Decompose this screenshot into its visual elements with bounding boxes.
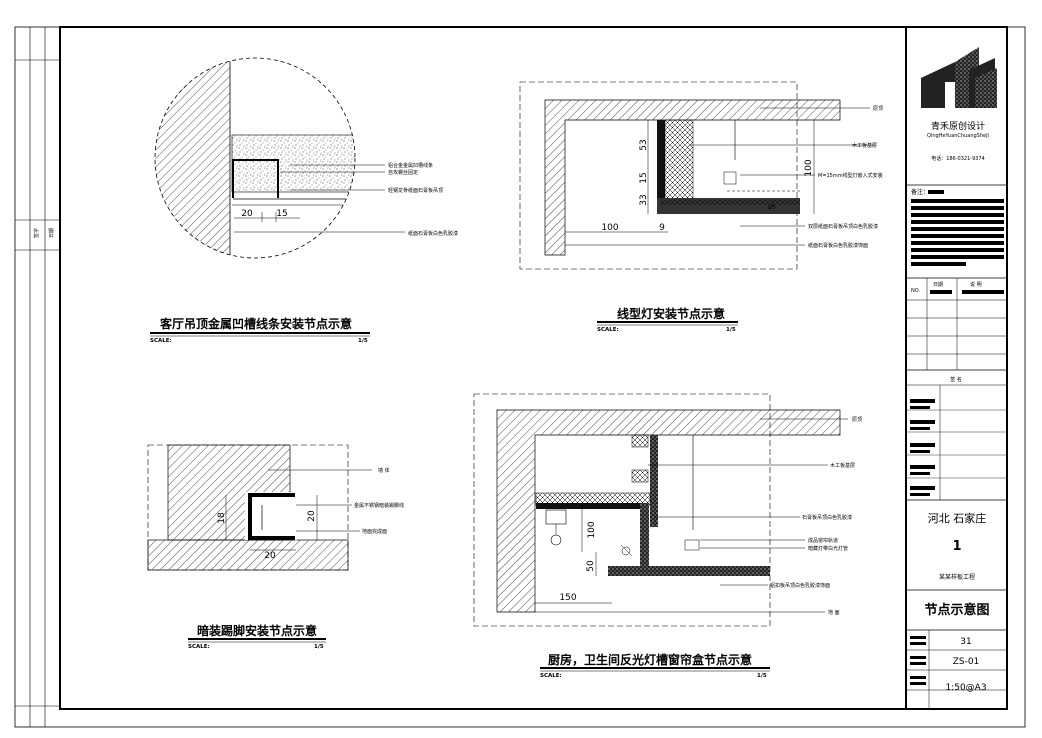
note-2: 金属不锈钢暗装踢脚线 bbox=[354, 502, 404, 509]
drawing-title: 节点示意图 bbox=[924, 602, 989, 618]
sign-rows bbox=[906, 399, 1007, 496]
note-3: 石膏板吊顶白色乳胶漆 bbox=[802, 514, 852, 521]
light-fixture bbox=[684, 539, 700, 551]
detail-hidden-skirting: 18 20 20 墙 体 金属不锈钢暗装踢脚线 地面完成面 暗装踢脚安装节点示意… bbox=[147, 444, 404, 650]
trough-side bbox=[640, 503, 649, 571]
note-3: 地面完成面 bbox=[362, 528, 387, 535]
wall-hatch bbox=[544, 99, 841, 256]
note-1: 原顶 bbox=[873, 106, 883, 112]
company-name: 青禾原创设计 bbox=[931, 120, 985, 132]
dim-18: 18 bbox=[217, 512, 227, 524]
note-2: 木工板基层 bbox=[852, 142, 877, 149]
detail-frame bbox=[473, 393, 771, 627]
ceiling-board bbox=[231, 134, 355, 193]
title-block: 青禾原创设计 QingHeYuanChuangSheJi 电话：186-0321… bbox=[905, 27, 1007, 709]
scale-value: 1/5 bbox=[757, 673, 767, 679]
curtain-rail bbox=[545, 509, 567, 525]
rev-header-no: NO. bbox=[911, 288, 920, 294]
company-pinyin: QingHeYuanChuangSheJi bbox=[927, 133, 989, 139]
note-3: M=15mm线型灯嵌入式安装 bbox=[818, 172, 883, 179]
note-2: 自攻螺丝固定 bbox=[388, 169, 418, 176]
dim-20-v: 20 bbox=[307, 510, 317, 522]
company-phone: 电话：186-0321-9374 bbox=[931, 155, 985, 162]
detail-title: 暗装踢脚安装节点示意 bbox=[197, 623, 317, 638]
drawing-number: ZS-01 bbox=[953, 657, 980, 667]
remarks-label: 备注： bbox=[911, 188, 929, 196]
sign-label: 签 名 bbox=[950, 376, 962, 383]
wood-frame-1 bbox=[631, 434, 649, 448]
wall-hatch bbox=[496, 409, 841, 613]
dim-50: 50 bbox=[586, 560, 596, 572]
dim-33: 33 bbox=[639, 194, 649, 205]
rail-wheel bbox=[550, 534, 562, 546]
dim-9: 9 bbox=[659, 223, 665, 233]
dim-53: 53 bbox=[639, 139, 649, 150]
dim-100-h: 100 bbox=[601, 223, 618, 233]
note-3: 轻钢龙骨纸面石膏板吊顶 bbox=[388, 187, 443, 194]
detail-linear-light: 53 15 33 100 100 9 5 原顶 木工板基层 M=15mm线型灯嵌… bbox=[519, 81, 883, 333]
dim-15: 15 bbox=[276, 209, 287, 219]
dim-20-h: 20 bbox=[264, 551, 276, 561]
strip-sign-label: 签字 bbox=[33, 228, 40, 238]
light-fixture bbox=[723, 171, 737, 185]
wall-hatch bbox=[155, 58, 230, 258]
metal-groove bbox=[232, 159, 279, 198]
note-4: 成品窗帘轨道 bbox=[808, 537, 838, 544]
trough-bottom bbox=[536, 503, 648, 509]
inner-border bbox=[59, 26, 1008, 710]
company-logo bbox=[921, 47, 997, 108]
strip-date-label: 日期 bbox=[49, 228, 55, 238]
dim-100: 100 bbox=[587, 521, 597, 538]
note-6: 铝扣板吊顶白色乳胶漆饰面 bbox=[770, 582, 830, 589]
remarks-redacted bbox=[911, 199, 1004, 266]
scale-value: 1/5 bbox=[726, 327, 736, 333]
scale-value: 1/5 bbox=[358, 338, 368, 344]
note-1: 墙 体 bbox=[378, 467, 390, 474]
lamp-symbol bbox=[621, 546, 631, 556]
dim-15: 15 bbox=[639, 172, 649, 183]
dim-5: 5 bbox=[768, 204, 778, 210]
wood-board bbox=[657, 120, 665, 210]
trough-board-v bbox=[650, 435, 658, 527]
detail-kitchen-light-trough: 100 50 150 原顶 木工板基层 石膏板吊顶白色乳胶漆 成品窗帘轨道 暗藏… bbox=[473, 393, 862, 679]
scale-label: SCALE: bbox=[188, 644, 210, 650]
note-1: 原顶 bbox=[852, 417, 862, 423]
ceiling-board bbox=[608, 566, 770, 576]
detail-title: 厨房，卫生间反光灯槽窗帘盒节点示意 bbox=[548, 652, 752, 667]
scale-label: SCALE: bbox=[150, 338, 172, 344]
wood-frame-2 bbox=[631, 469, 649, 483]
note-5: 暗藏灯带白光灯管 bbox=[808, 545, 848, 552]
project-number: 1 bbox=[952, 539, 961, 554]
scale-label: SCALE: bbox=[540, 673, 562, 679]
scale-value: 1/5 bbox=[314, 644, 324, 650]
dim-100-v: 100 bbox=[804, 159, 814, 176]
rev-header-date: 日期 bbox=[933, 282, 943, 288]
detail-frame bbox=[519, 81, 798, 270]
note-2: 木工板基层 bbox=[830, 462, 855, 469]
note-5: 纸面石膏板白色乳胶漆饰面 bbox=[808, 242, 868, 249]
note-4: 纸面石膏板白色乳胶漆 bbox=[408, 230, 458, 237]
dim-20: 20 bbox=[241, 209, 253, 219]
gypsum-board bbox=[664, 119, 694, 211]
skirting-profile bbox=[248, 493, 295, 540]
project-location: 河北 石家庄 bbox=[928, 511, 987, 525]
project-name: 某某样板工程 bbox=[939, 573, 975, 581]
left-strip: 签字 日期 bbox=[15, 27, 60, 727]
drawing-scale: 1:50@A3 bbox=[945, 683, 986, 693]
page-number: 31 bbox=[960, 637, 971, 647]
note-7: 地 面 bbox=[828, 609, 840, 616]
dim-150: 150 bbox=[559, 593, 576, 603]
floor-hatch bbox=[147, 539, 349, 571]
detail-ceiling-metal-groove: 20 15 铝合金金属凹槽线条 自攻螺丝固定 轻钢龙骨纸面石膏板吊顶 纸面石膏板… bbox=[150, 57, 458, 344]
note-1: 铝合金金属凹槽线条 bbox=[388, 162, 433, 169]
detail-title: 线型灯安装节点示意 bbox=[617, 306, 725, 321]
rev-header-desc: 说 明 bbox=[970, 281, 982, 288]
note-4: 双层纸面石膏板吊顶白色乳胶漆 bbox=[808, 223, 878, 230]
detail-title: 客厅吊顶金属凹槽线条安装节点示意 bbox=[159, 316, 352, 331]
scale-label: SCALE: bbox=[597, 327, 619, 333]
